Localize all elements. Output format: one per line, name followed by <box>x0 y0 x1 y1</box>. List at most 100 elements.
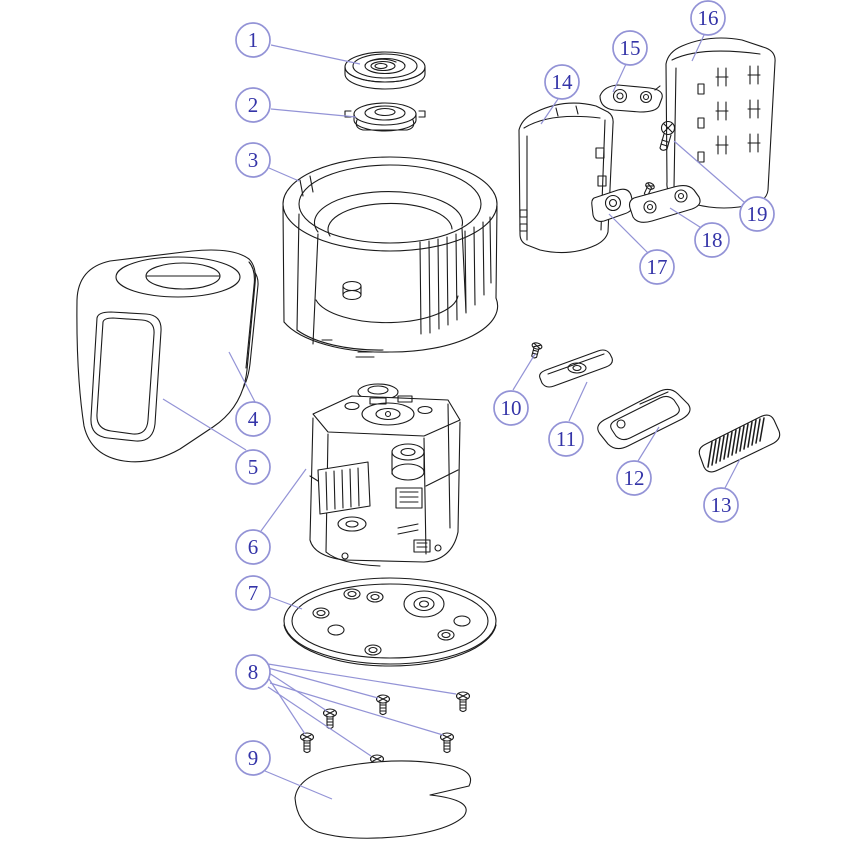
leader-line-12 <box>637 426 660 462</box>
callout-circle-11 <box>548 421 584 457</box>
callout-number-4: 4 <box>248 407 259 431</box>
part-17-ring-bracket <box>591 188 634 222</box>
callout-2: 2 <box>235 87 271 123</box>
screw-icon <box>455 691 471 713</box>
callout-9: 9 <box>235 740 271 776</box>
callout-5: 5 <box>235 449 271 485</box>
leader-line-18 <box>669 207 704 230</box>
callout-circle-18 <box>694 222 730 258</box>
leader-line-7 <box>269 596 303 610</box>
callout-circle-12 <box>616 460 652 496</box>
part-3-main-housing <box>282 156 499 358</box>
leader-line-19 <box>673 140 745 203</box>
callout-8: 8 <box>235 654 271 690</box>
part-6-motor-assembly <box>309 383 461 567</box>
callout-circle-13 <box>703 487 739 523</box>
callout-number-12: 12 <box>624 466 645 490</box>
callout-number-3: 3 <box>248 148 259 172</box>
line-art <box>76 37 781 839</box>
callout-number-13: 13 <box>711 493 732 517</box>
part-1-top-cap <box>344 51 426 90</box>
callout-circle-2 <box>235 87 271 123</box>
part-2-bearing <box>344 102 426 132</box>
leader-line-17 <box>608 213 650 255</box>
part-11-cover-strip <box>539 349 613 388</box>
leader-line-15 <box>612 63 627 93</box>
callout-19: 19 <box>739 196 775 232</box>
callout-11: 11 <box>548 421 584 457</box>
callout-number-17: 17 <box>647 255 668 279</box>
screw-icon <box>375 694 391 716</box>
callout-circle-4 <box>235 401 271 437</box>
part-12-bracket <box>597 388 691 450</box>
callout-circle-8 <box>235 654 271 690</box>
callout-12: 12 <box>616 460 652 496</box>
callout-circle-3 <box>235 142 271 178</box>
callout-17: 17 <box>639 249 675 285</box>
callout-number-10: 10 <box>501 396 522 420</box>
part-7-base-plate <box>283 577 497 667</box>
callout-number-1: 1 <box>248 28 259 52</box>
callout-7: 7 <box>235 575 271 611</box>
callout-3: 3 <box>235 142 271 178</box>
leader-line-11 <box>568 381 588 422</box>
callout-circle-17 <box>639 249 675 285</box>
callout-circle-14 <box>544 64 580 100</box>
callout-10: 10 <box>493 390 529 426</box>
part-16-clip-panel <box>665 37 776 209</box>
part-5-outer-shell <box>76 249 256 463</box>
leader-line-3 <box>268 167 300 182</box>
leader-line-8 <box>267 686 372 757</box>
callout-circle-7 <box>235 575 271 611</box>
part-19-screw <box>659 120 676 151</box>
callout-13: 13 <box>703 487 739 523</box>
leader-line-8 <box>269 682 444 736</box>
callout-number-18: 18 <box>702 228 723 252</box>
leader-line-2 <box>270 108 357 118</box>
screw-icon <box>299 732 315 754</box>
part-13-grille <box>698 414 781 473</box>
callout-circle-1 <box>235 22 271 58</box>
callout-number-11: 11 <box>556 427 576 451</box>
callout-circle-19 <box>739 196 775 232</box>
part-14-side-cover <box>518 102 614 254</box>
callout-number-14: 14 <box>552 70 574 94</box>
part-9-bottom-cover <box>294 760 472 839</box>
callout-circle-15 <box>612 30 648 66</box>
callout-18: 18 <box>694 222 730 258</box>
leader-line-8 <box>268 678 306 735</box>
callout-14: 14 <box>544 64 580 100</box>
callout-number-19: 19 <box>747 202 768 226</box>
leader-line-5 <box>162 398 247 451</box>
callout-circle-5 <box>235 449 271 485</box>
part-18-link-plate <box>628 182 701 223</box>
callout-15: 15 <box>612 30 648 66</box>
callout-circle-10 <box>493 390 529 426</box>
callout-number-15: 15 <box>620 36 641 60</box>
callout-number-6: 6 <box>248 535 259 559</box>
leader-line-8 <box>267 663 457 695</box>
callout-1: 1 <box>235 22 271 58</box>
callout-number-7: 7 <box>248 581 259 605</box>
leader-line-13 <box>724 458 741 489</box>
leader-line-9 <box>264 770 333 800</box>
part-10-screw <box>531 342 543 359</box>
leader-line-16 <box>691 34 705 62</box>
screw-icon <box>439 732 455 754</box>
callout-4: 4 <box>235 401 271 437</box>
part-15-hinge-plate <box>599 84 663 113</box>
callout-circle-16 <box>690 0 726 36</box>
leader-line-8 <box>267 667 379 699</box>
callout-number-16: 16 <box>698 6 719 30</box>
leader-line-14 <box>540 98 559 125</box>
callout-number-5: 5 <box>248 455 259 479</box>
leader-line-6 <box>260 468 307 532</box>
leader-line-4 <box>228 351 256 403</box>
callout-number-8: 8 <box>248 660 259 684</box>
leader-line-1 <box>270 44 361 65</box>
callout-circle-6 <box>235 529 271 565</box>
leader-line-10 <box>512 353 536 391</box>
callout-circle-9 <box>235 740 271 776</box>
